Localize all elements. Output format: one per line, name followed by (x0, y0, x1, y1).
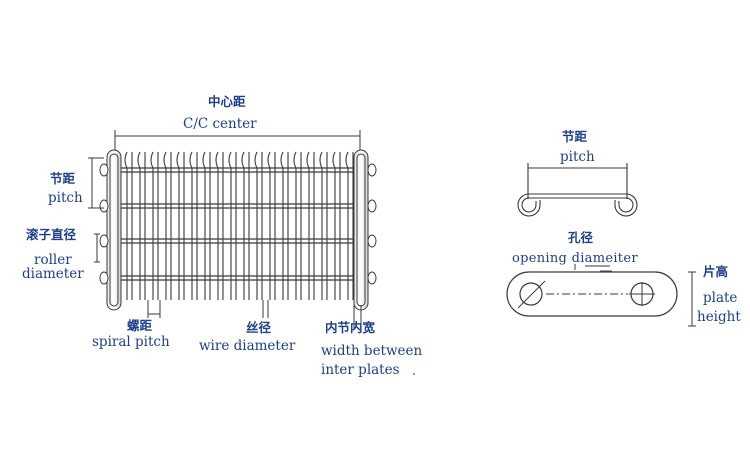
wire-diameter-dimension (262, 300, 269, 318)
spiral-wire (215, 151, 224, 300)
spiral-wire (345, 151, 354, 300)
opening-diameter-label-en: opening diameiter (512, 251, 638, 266)
inner-width-dimension (353, 305, 362, 330)
spiral-wire (254, 151, 263, 300)
plate-height-label-cn: 片高 (703, 264, 729, 279)
left-side-plates (106, 149, 122, 311)
wire-diameter-label-en: wire diameter (199, 338, 296, 354)
cc-center-dimension (114, 130, 361, 152)
plate-height-label-en2: height (697, 309, 741, 325)
roller-diameter-label-en2: diameter (22, 266, 84, 282)
spiral-wire (137, 151, 146, 300)
side-plate (506, 264, 696, 327)
belt-front-view (88, 130, 416, 375)
spiral-pitch-dimension (147, 300, 161, 318)
spiral-wire (189, 151, 198, 300)
hook-profile (517, 163, 638, 217)
spiral-wire (332, 151, 341, 300)
spiral-wires (124, 151, 354, 300)
right-side-plates (353, 149, 369, 311)
pitch-dimension (88, 157, 104, 209)
spiral-wire (267, 151, 276, 300)
spiral-wire (228, 151, 237, 300)
pitch-label-cn: 节距 (50, 171, 76, 186)
cc-center-label-cn: 中心距 (208, 94, 246, 109)
opening-diameter-label-cn: 孔径 (568, 230, 594, 245)
hook-pitch-label-cn: 节距 (562, 129, 588, 144)
inner-width-label-cn: 内节内宽 (325, 320, 376, 335)
wire-diameter-label-cn: 丝径 (246, 320, 272, 335)
rollers (99, 163, 377, 285)
cross-rods (104, 167, 368, 281)
spiral-wire (280, 151, 289, 300)
roller-diameter-dimension (94, 233, 100, 263)
spiral-wire (163, 151, 172, 300)
spiral-wire (176, 151, 185, 300)
spiral-wire (124, 151, 133, 300)
cc-center-label-en: C/C center (183, 116, 257, 132)
inner-width-label-en1: width between (321, 343, 423, 359)
spiral-wire (150, 151, 159, 300)
inner-width-label-en2: inter plates (321, 362, 400, 378)
spiral-pitch-label-cn: 螺距 (127, 318, 153, 333)
roller-diameter-label-cn: 滚子直径 (26, 227, 77, 242)
spiral-wire (306, 151, 315, 300)
spiral-wire (202, 151, 211, 300)
plate-height-label-en1: plate (703, 290, 738, 306)
spiral-pitch-label-en: spiral pitch (92, 334, 170, 350)
spiral-wire (241, 151, 250, 300)
spiral-wire (319, 151, 328, 300)
roller-diameter-label-en1: roller (34, 252, 72, 268)
pitch-label-en: pitch (48, 190, 83, 206)
spiral-wire (293, 151, 302, 300)
hook-pitch-label-en: pitch (560, 149, 595, 165)
